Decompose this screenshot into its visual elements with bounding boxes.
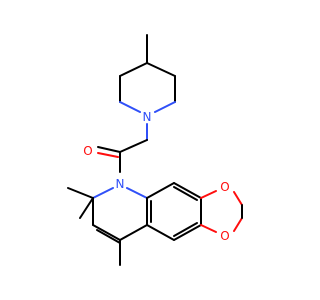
bond xyxy=(126,187,148,199)
bond xyxy=(146,224,175,241)
bond xyxy=(173,186,198,201)
atom-labels: N N O O O xyxy=(83,110,229,243)
bond xyxy=(233,217,243,232)
bond xyxy=(146,182,175,199)
bond xyxy=(173,224,202,241)
bond xyxy=(97,152,119,158)
bond xyxy=(173,182,202,199)
bond xyxy=(79,197,94,219)
bond xyxy=(233,191,243,206)
bond xyxy=(92,224,121,241)
bond xyxy=(154,101,176,113)
bond xyxy=(119,62,148,77)
bond xyxy=(119,224,148,241)
piperidine-nitrogen-label: N xyxy=(143,110,152,124)
quinoline-nitrogen-label: N xyxy=(116,177,125,191)
carbonyl-oxygen-label: O xyxy=(83,144,92,158)
dihydroquinoline-ring xyxy=(67,187,148,266)
bond xyxy=(146,62,176,77)
bond xyxy=(119,139,148,153)
dioxole-oxygen-upper-label: O xyxy=(220,180,229,194)
bond xyxy=(92,187,114,199)
molecule-structure: N N O O O xyxy=(67,34,243,266)
bond xyxy=(200,224,217,233)
bond xyxy=(97,146,121,153)
bond xyxy=(96,229,121,244)
bond xyxy=(173,222,198,237)
bond xyxy=(67,187,94,199)
acyl-linker xyxy=(97,123,148,173)
bond xyxy=(200,190,217,199)
dioxole-ring xyxy=(200,190,243,233)
bond xyxy=(119,101,141,113)
dioxole-oxygen-lower-label: O xyxy=(220,229,229,243)
benzene-ring xyxy=(146,182,202,241)
piperidine-ring xyxy=(119,34,176,113)
